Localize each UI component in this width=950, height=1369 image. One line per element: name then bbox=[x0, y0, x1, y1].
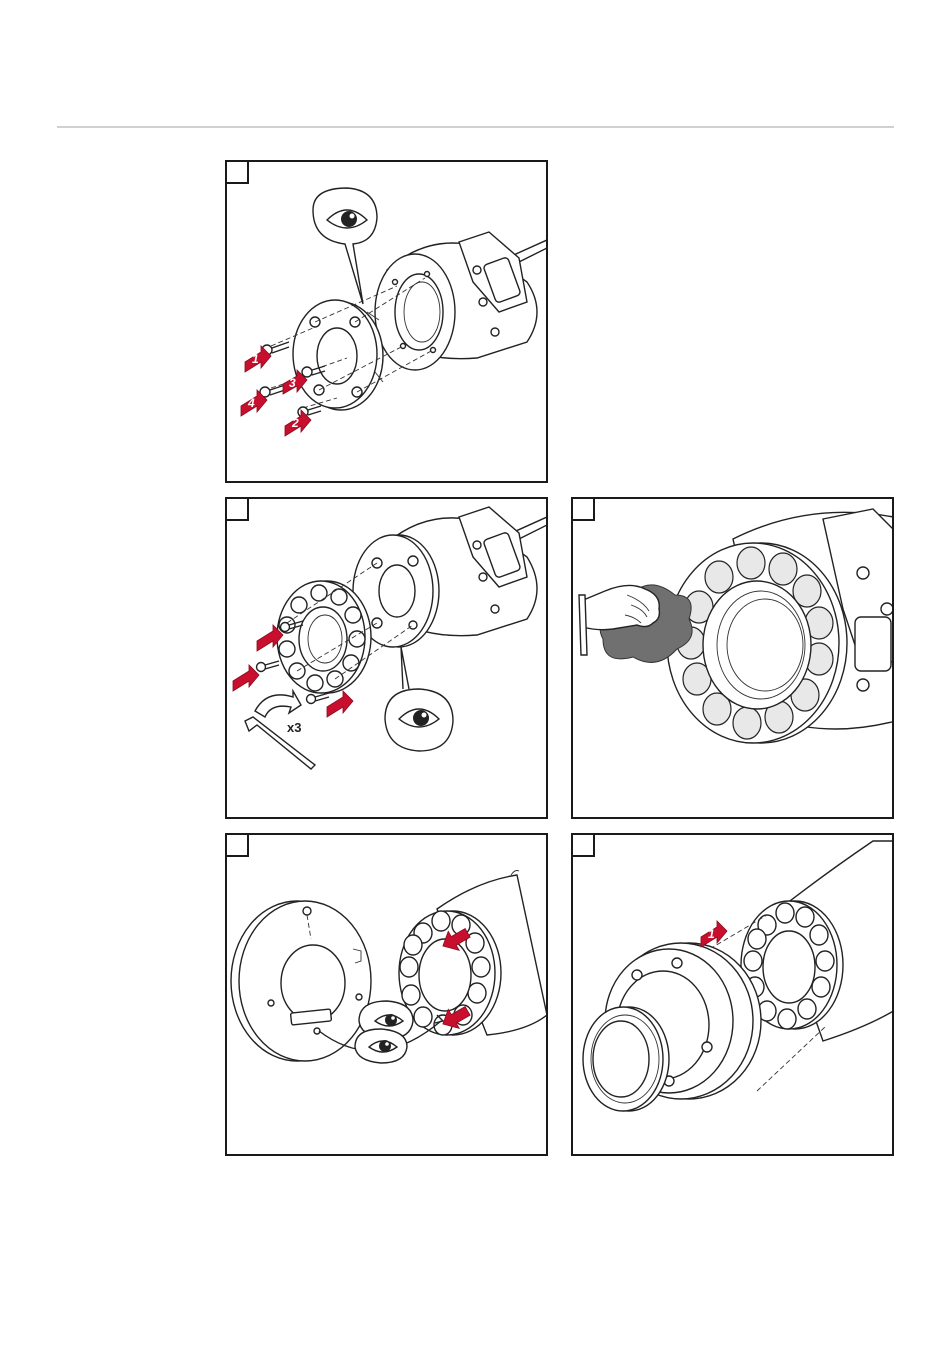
hex-key-icon bbox=[245, 717, 315, 769]
step-panel-4 bbox=[225, 833, 548, 1156]
step-number-box bbox=[573, 835, 595, 857]
repeat-count: x3 bbox=[287, 720, 301, 735]
step-panel-3 bbox=[571, 497, 894, 819]
eye-icon bbox=[313, 188, 377, 304]
eye-icon bbox=[385, 647, 453, 751]
arrow-icon: 1 bbox=[701, 921, 727, 947]
step-marker: 3 bbox=[289, 376, 296, 390]
eye-icon bbox=[355, 1029, 407, 1063]
arrow-icon bbox=[255, 691, 301, 717]
step-panel-1: 1 2 3 4 bbox=[225, 160, 548, 483]
step-marker: 1 bbox=[252, 352, 259, 366]
step-panel-2: x3 bbox=[225, 497, 548, 819]
step-number-box bbox=[227, 835, 249, 857]
assembly-illustration-5: 1 bbox=[573, 835, 892, 1154]
assembly-illustration-2: x3 bbox=[227, 499, 546, 817]
step-number-box bbox=[227, 499, 249, 521]
assembly-illustration-3 bbox=[573, 499, 892, 817]
step-marker: 1 bbox=[708, 927, 715, 941]
step-number-box bbox=[573, 499, 595, 521]
assembly-illustration-1: 1 2 3 4 bbox=[227, 162, 546, 481]
step-marker: 4 bbox=[247, 396, 255, 410]
step-marker: 2 bbox=[291, 416, 299, 430]
step-panel-5: 1 bbox=[571, 833, 894, 1156]
assembly-illustration-4 bbox=[227, 835, 546, 1154]
step-number-box bbox=[227, 162, 249, 184]
header-rule bbox=[57, 126, 894, 128]
